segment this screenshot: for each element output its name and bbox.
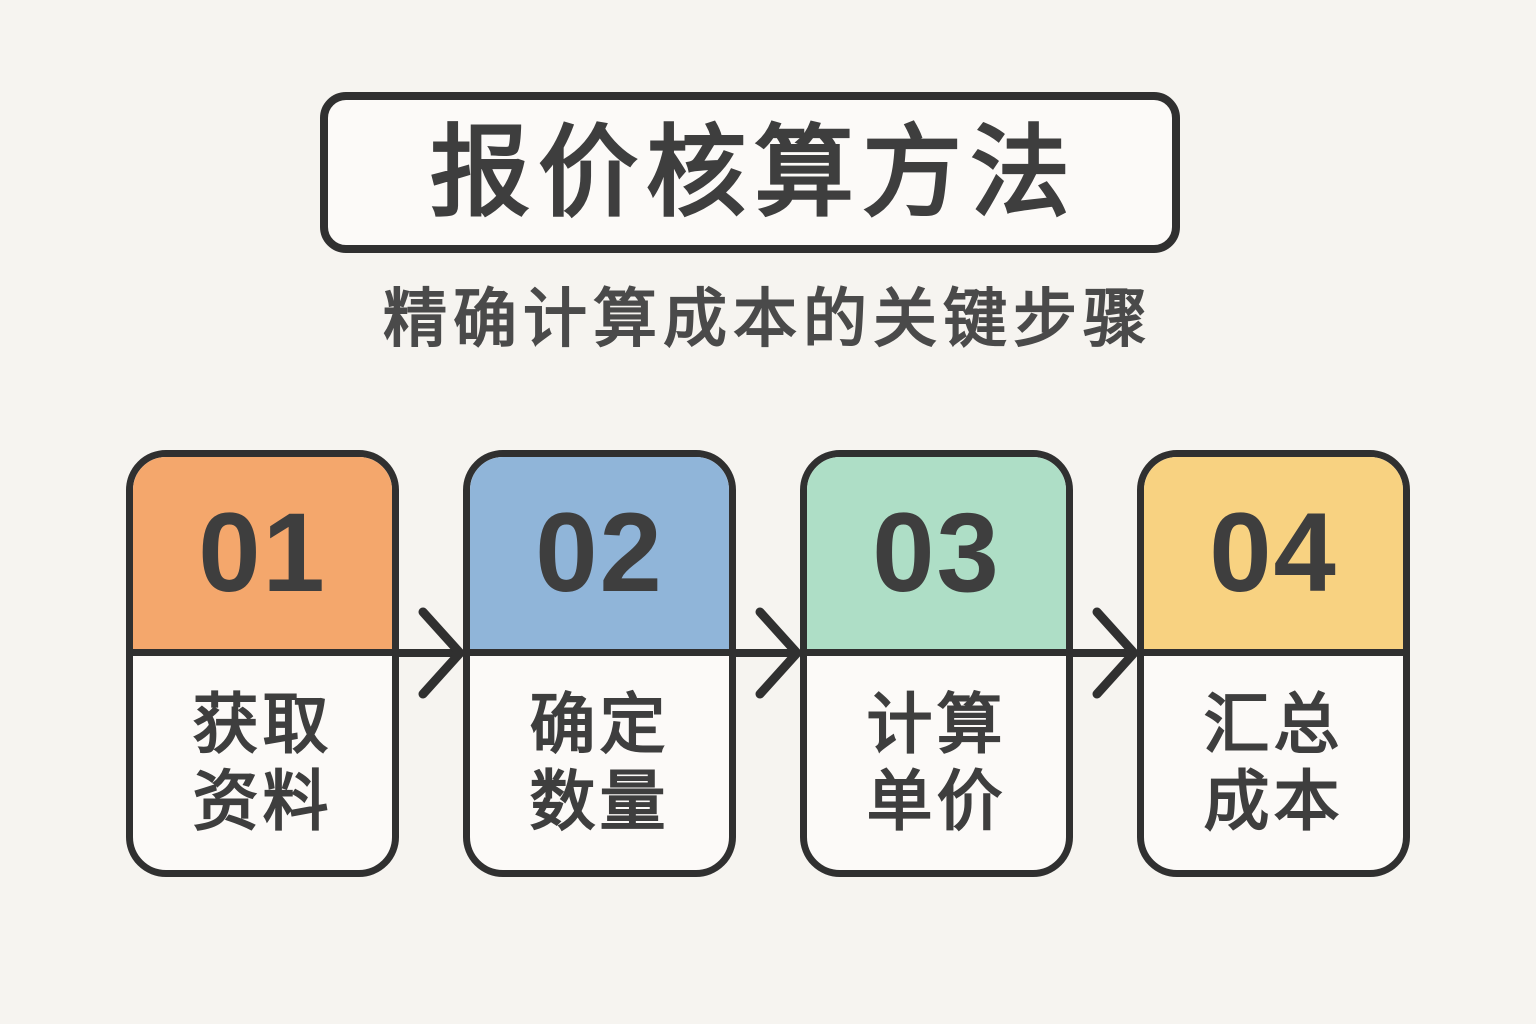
step-04-label: 汇总 成本 <box>1144 656 1403 870</box>
arrow-right-icon <box>1073 607 1137 699</box>
step-label-line: 计算 <box>866 687 1007 762</box>
page-subtitle: 精确计算成本的关键步骤 <box>383 283 1153 355</box>
step-03-number: 03 <box>872 490 1001 615</box>
step-02-number: 02 <box>535 490 664 615</box>
step-card-04: 04 汇总 成本 <box>1137 450 1410 877</box>
flow-arrow-2 <box>736 450 800 877</box>
step-label-line: 资料 <box>192 764 333 838</box>
step-03-label: 计算 单价 <box>807 656 1066 870</box>
steps-row: 01 获取 资料 02 确定 数量 <box>126 450 1410 877</box>
step-label-line: 获取 <box>192 687 333 762</box>
step-label-line: 汇总 <box>1203 687 1344 762</box>
step-01-number: 01 <box>198 490 327 615</box>
arrow-right-icon <box>736 607 800 699</box>
page-title: 报价核算方法 <box>430 116 1078 229</box>
arrow-right-icon <box>399 607 463 699</box>
step-01-label: 获取 资料 <box>133 656 392 870</box>
step-01-header: 01 <box>133 457 392 656</box>
step-card-01: 01 获取 资料 <box>126 450 399 877</box>
title-box: 报价核算方法 <box>320 92 1180 253</box>
step-label-line: 确定 <box>529 687 670 762</box>
step-02-label: 确定 数量 <box>470 656 729 870</box>
step-04-header: 04 <box>1144 457 1403 656</box>
step-label-line: 成本 <box>1203 764 1344 838</box>
step-label-line: 数量 <box>529 764 670 838</box>
flow-arrow-1 <box>399 450 463 877</box>
step-02-header: 02 <box>470 457 729 656</box>
step-03-header: 03 <box>807 457 1066 656</box>
step-label-line: 单价 <box>866 764 1007 838</box>
step-card-03: 03 计算 单价 <box>800 450 1073 877</box>
step-04-number: 04 <box>1209 490 1338 615</box>
step-card-02: 02 确定 数量 <box>463 450 736 877</box>
flow-arrow-3 <box>1073 450 1137 877</box>
